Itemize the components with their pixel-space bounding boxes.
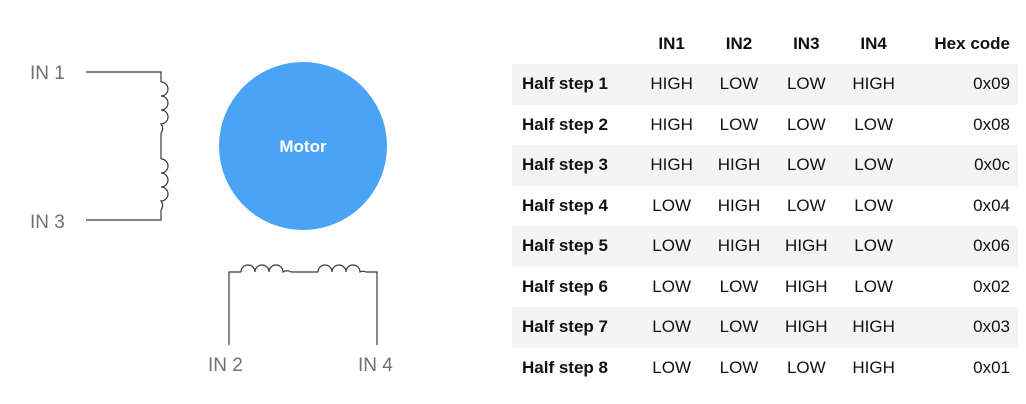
cell-in2: LOW <box>719 276 759 296</box>
cell-in3: HIGH <box>772 307 840 348</box>
cell-in4: LOW <box>839 145 908 186</box>
cell-in1: LOW <box>637 226 706 267</box>
cell-in4: LOW <box>854 195 893 215</box>
cell-in1: LOW <box>652 276 692 296</box>
row-step-label: Half step 7 <box>512 307 638 348</box>
cell-hex-code: 0x02 <box>973 276 1010 296</box>
cell-in3: LOW <box>786 357 826 377</box>
cell-in4: HIGH <box>839 64 908 105</box>
cell-in1: HIGH <box>637 145 706 186</box>
coil-b-right <box>317 264 367 273</box>
row-step-label: Half step 5 <box>512 226 638 267</box>
wire-in3 <box>86 210 162 221</box>
row-step-label: Half step 2 <box>522 114 608 134</box>
wire-in2 <box>228 271 241 345</box>
header-hex-code: Hex code <box>934 34 1010 53</box>
header-in4: IN4 <box>860 34 887 53</box>
coil-a-circuit <box>86 71 169 221</box>
cell-in1: HIGH <box>650 114 693 134</box>
cell-in2: LOW <box>705 307 773 348</box>
table-row: Half step 4 LOW HIGH LOW LOW 0x04 <box>512 186 1018 227</box>
cell-in4: LOW <box>854 114 893 134</box>
cell-in3: LOW <box>772 145 840 186</box>
cell-hex-code: 0x04 <box>973 195 1010 215</box>
cell-hex-code: 0x01 <box>973 357 1010 377</box>
cell-hex-code: 0x06 <box>907 226 1018 267</box>
wire-label-in4: IN 4 <box>358 355 393 376</box>
row-step-label: Half step 3 <box>512 145 638 186</box>
cell-in3: LOW <box>786 114 826 134</box>
cell-in1: LOW <box>652 357 692 377</box>
cell-in3: LOW <box>786 195 826 215</box>
wire-in4 <box>366 271 378 345</box>
cell-in1: LOW <box>652 195 692 215</box>
cell-in3: LOW <box>772 64 840 105</box>
cell-in1: HIGH <box>637 64 706 105</box>
cell-hex-code: 0x09 <box>907 64 1018 105</box>
cell-in2: HIGH <box>705 226 773 267</box>
header-in2: IN2 <box>725 34 753 53</box>
cell-in2: HIGH <box>717 195 761 215</box>
coil-a-lower <box>159 158 169 211</box>
cell-in1: LOW <box>637 307 706 348</box>
table-row: Half step 8 LOW LOW LOW HIGH 0x01 <box>512 348 1018 389</box>
row-step-label: Half step 6 <box>522 276 608 296</box>
cell-hex-code: 0x08 <box>973 114 1010 134</box>
motor-circle <box>219 62 387 230</box>
table-row: Half step 2 HIGH LOW LOW LOW 0x08 <box>512 105 1018 146</box>
wire-label-in3: IN 3 <box>30 212 65 233</box>
row-step-label: Half step 4 <box>522 195 608 215</box>
wire-in1 <box>86 71 162 82</box>
cell-in4: HIGH <box>852 357 895 377</box>
cell-in2: LOW <box>705 64 773 105</box>
cell-in2: LOW <box>719 357 759 377</box>
cell-in4: LOW <box>839 226 908 267</box>
cell-hex-code: 0x0c <box>907 145 1018 186</box>
cell-in3: HIGH <box>772 226 840 267</box>
header-corner <box>512 24 638 64</box>
table-header-row: IN1 IN2 IN3 IN4 Hex code <box>512 24 1018 64</box>
cell-in4: LOW <box>854 276 893 296</box>
row-step-label: Half step 1 <box>512 64 638 105</box>
cell-in2: HIGH <box>705 145 773 186</box>
cell-in3: HIGH <box>785 276 828 296</box>
coil-a-upper <box>159 81 169 134</box>
cell-in2: LOW <box>719 114 759 134</box>
row-step-label: Half step 8 <box>522 357 608 377</box>
header-in3: IN3 <box>793 34 820 53</box>
motor-label: Motor <box>279 137 327 156</box>
coil-b-circuit <box>228 264 378 345</box>
cell-hex-code: 0x03 <box>907 307 1018 348</box>
wire-label-in1: IN 1 <box>30 63 65 84</box>
coil-b-left <box>240 264 292 274</box>
header-in1: IN1 <box>658 34 685 53</box>
cell-in4: HIGH <box>839 307 908 348</box>
wire-label-in2: IN 2 <box>208 355 243 376</box>
table-row: Half step 6 LOW LOW HIGH LOW 0x02 <box>512 267 1018 308</box>
